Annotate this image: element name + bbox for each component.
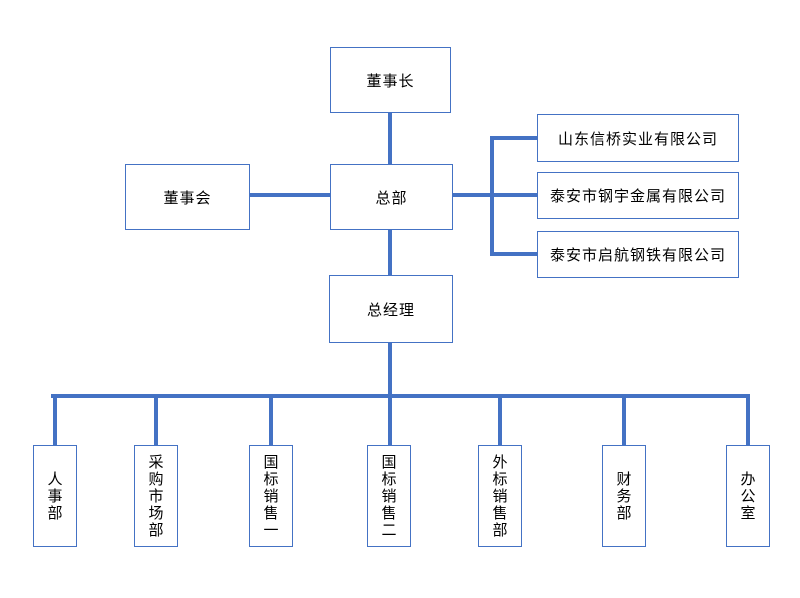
connector-drop-dept-6 bbox=[622, 394, 626, 445]
connector-general-manager-bus bbox=[388, 343, 392, 394]
node-department-office: 办公室 bbox=[726, 445, 770, 547]
connector-drop-dept-1 bbox=[53, 394, 57, 445]
connector-subsidiaries-bracket bbox=[490, 136, 494, 256]
connector-drop-dept-2 bbox=[154, 394, 158, 445]
connector-drop-dept-4 bbox=[388, 394, 392, 445]
node-department-national-sales-2: 国标销售二 bbox=[367, 445, 411, 547]
node-department-national-sales-1: 国标销售一 bbox=[249, 445, 293, 547]
node-subsidiary-3: 泰安市启航钢铁有限公司 bbox=[537, 231, 739, 278]
connector-headquarters-subsidiaries bbox=[453, 193, 537, 197]
connector-subsidiary-1-stub bbox=[490, 136, 537, 140]
connector-subsidiary-3-stub bbox=[490, 252, 537, 256]
connector-drop-dept-5 bbox=[498, 394, 502, 445]
node-department-finance: 财务部 bbox=[602, 445, 646, 547]
node-subsidiary-1: 山东信桥实业有限公司 bbox=[537, 114, 739, 162]
node-department-purchasing-market: 采购市场部 bbox=[134, 445, 178, 547]
connector-chairman-headquarters bbox=[388, 113, 392, 164]
node-department-external-sales: 外标销售部 bbox=[478, 445, 522, 547]
node-subsidiary-2: 泰安市钢宇金属有限公司 bbox=[537, 172, 739, 219]
node-headquarters: 总部 bbox=[330, 164, 453, 230]
node-department-hr: 人事部 bbox=[33, 445, 77, 547]
connector-drop-dept-3 bbox=[269, 394, 273, 445]
node-general-manager: 总经理 bbox=[329, 275, 453, 343]
node-board: 董事会 bbox=[125, 164, 250, 230]
node-chairman: 董事长 bbox=[330, 47, 451, 113]
connector-headquarters-general-manager bbox=[388, 230, 392, 275]
connector-drop-dept-7 bbox=[746, 394, 750, 445]
connector-departments-bus bbox=[51, 394, 748, 398]
connector-board-headquarters bbox=[250, 193, 330, 197]
